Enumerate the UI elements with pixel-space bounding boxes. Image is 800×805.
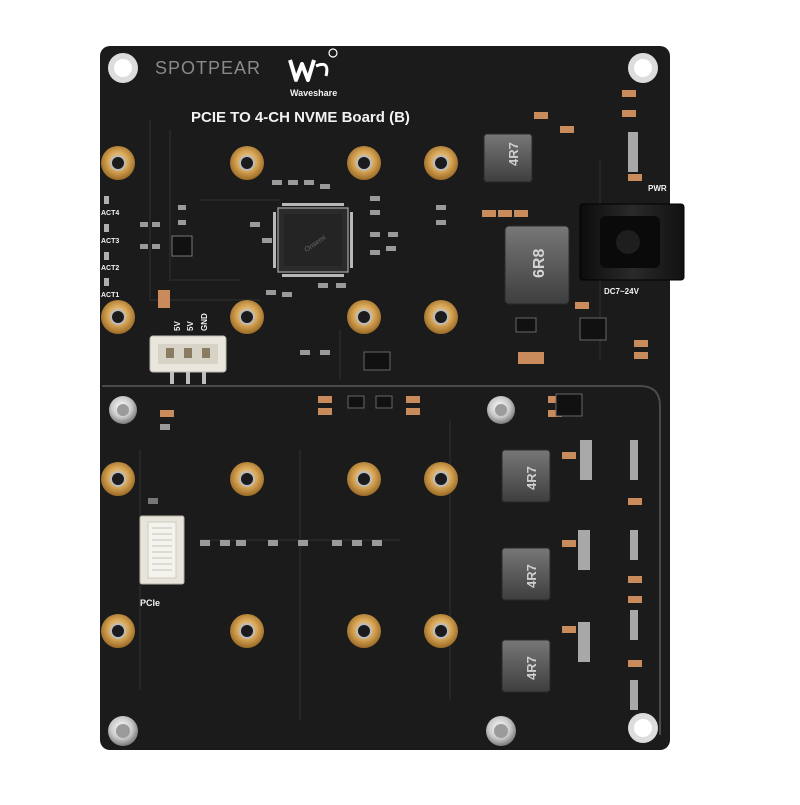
gold-pads <box>101 146 458 648</box>
inductor-right-3: 4R7 <box>501 639 551 693</box>
right-edge-components <box>578 132 638 710</box>
act3-label: ACT3 <box>101 238 119 245</box>
header-pin-gnd: GND <box>200 313 209 331</box>
board-title: PCIE TO 4-CH NVME Board (B) <box>191 109 410 126</box>
watermark-text: SPOTPEAR <box>155 58 261 78</box>
header-pin-5v-a: 5V <box>173 321 182 331</box>
inductor-main: 6R8 <box>504 225 570 305</box>
pcie-label: PCIe <box>140 598 160 608</box>
waveshare-logo <box>288 48 338 82</box>
inductor-right-1: 4R7 <box>501 449 551 503</box>
pcie-fpc-connector <box>139 498 185 585</box>
act2-label: ACT2 <box>101 265 119 272</box>
activity-leds <box>104 196 109 286</box>
copper-components <box>158 90 648 667</box>
mounting-holes <box>108 53 658 746</box>
small-ics <box>171 235 607 417</box>
brand-name: Waveshare <box>290 88 337 98</box>
svg-text:4R7: 4R7 <box>524 656 539 680</box>
inductor-right-2: 4R7 <box>501 547 551 601</box>
header-pin-5v-b: 5V <box>186 321 195 331</box>
act4-label: ACT4 <box>101 210 119 217</box>
svg-text:4R7: 4R7 <box>524 466 539 490</box>
svg-text:6R8: 6R8 <box>531 249 548 278</box>
chip-pins <box>273 203 353 277</box>
section-divider <box>102 385 661 735</box>
pwr-label: PWR <box>648 184 667 193</box>
dc-input-label: DC7~24V <box>604 287 640 296</box>
pwr-led <box>628 174 642 181</box>
svg-text:4R7: 4R7 <box>506 142 521 166</box>
svg-text:4R7: 4R7 <box>524 564 539 588</box>
act1-label: ACT1 <box>101 292 119 299</box>
power-header <box>149 335 227 384</box>
inductor-top: 4R7 <box>483 133 533 183</box>
pcie-switch-chip: Onsemi <box>277 207 349 273</box>
dc-jack <box>579 203 685 281</box>
